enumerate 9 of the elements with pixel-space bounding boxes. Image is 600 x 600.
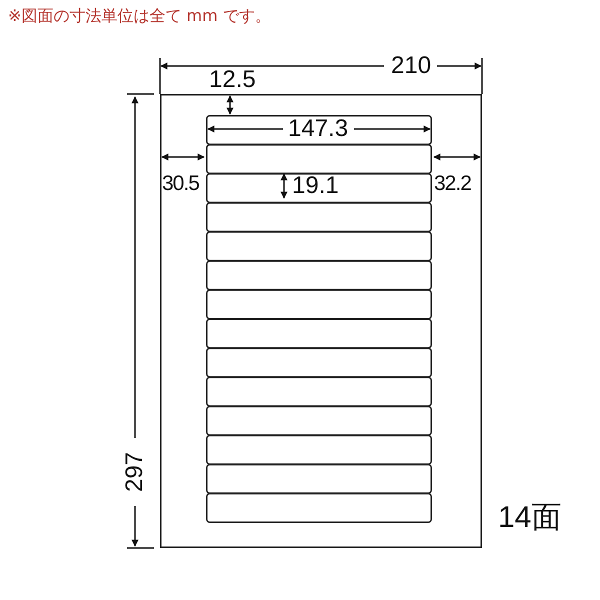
dimension-text: 210	[391, 54, 432, 78]
dimension-text: 32.2	[434, 173, 471, 194]
dimension-text: 147.3	[288, 117, 348, 141]
dimension-text: 12.5	[209, 68, 256, 92]
dimension-text: 30.5	[162, 173, 199, 194]
note-text: ※図面の寸法単位は全て mm です。	[8, 8, 271, 24]
dimension-text: 19.1	[292, 174, 339, 198]
sheet-count-text: 14面	[498, 503, 562, 533]
dimension-text: 297	[123, 452, 148, 492]
